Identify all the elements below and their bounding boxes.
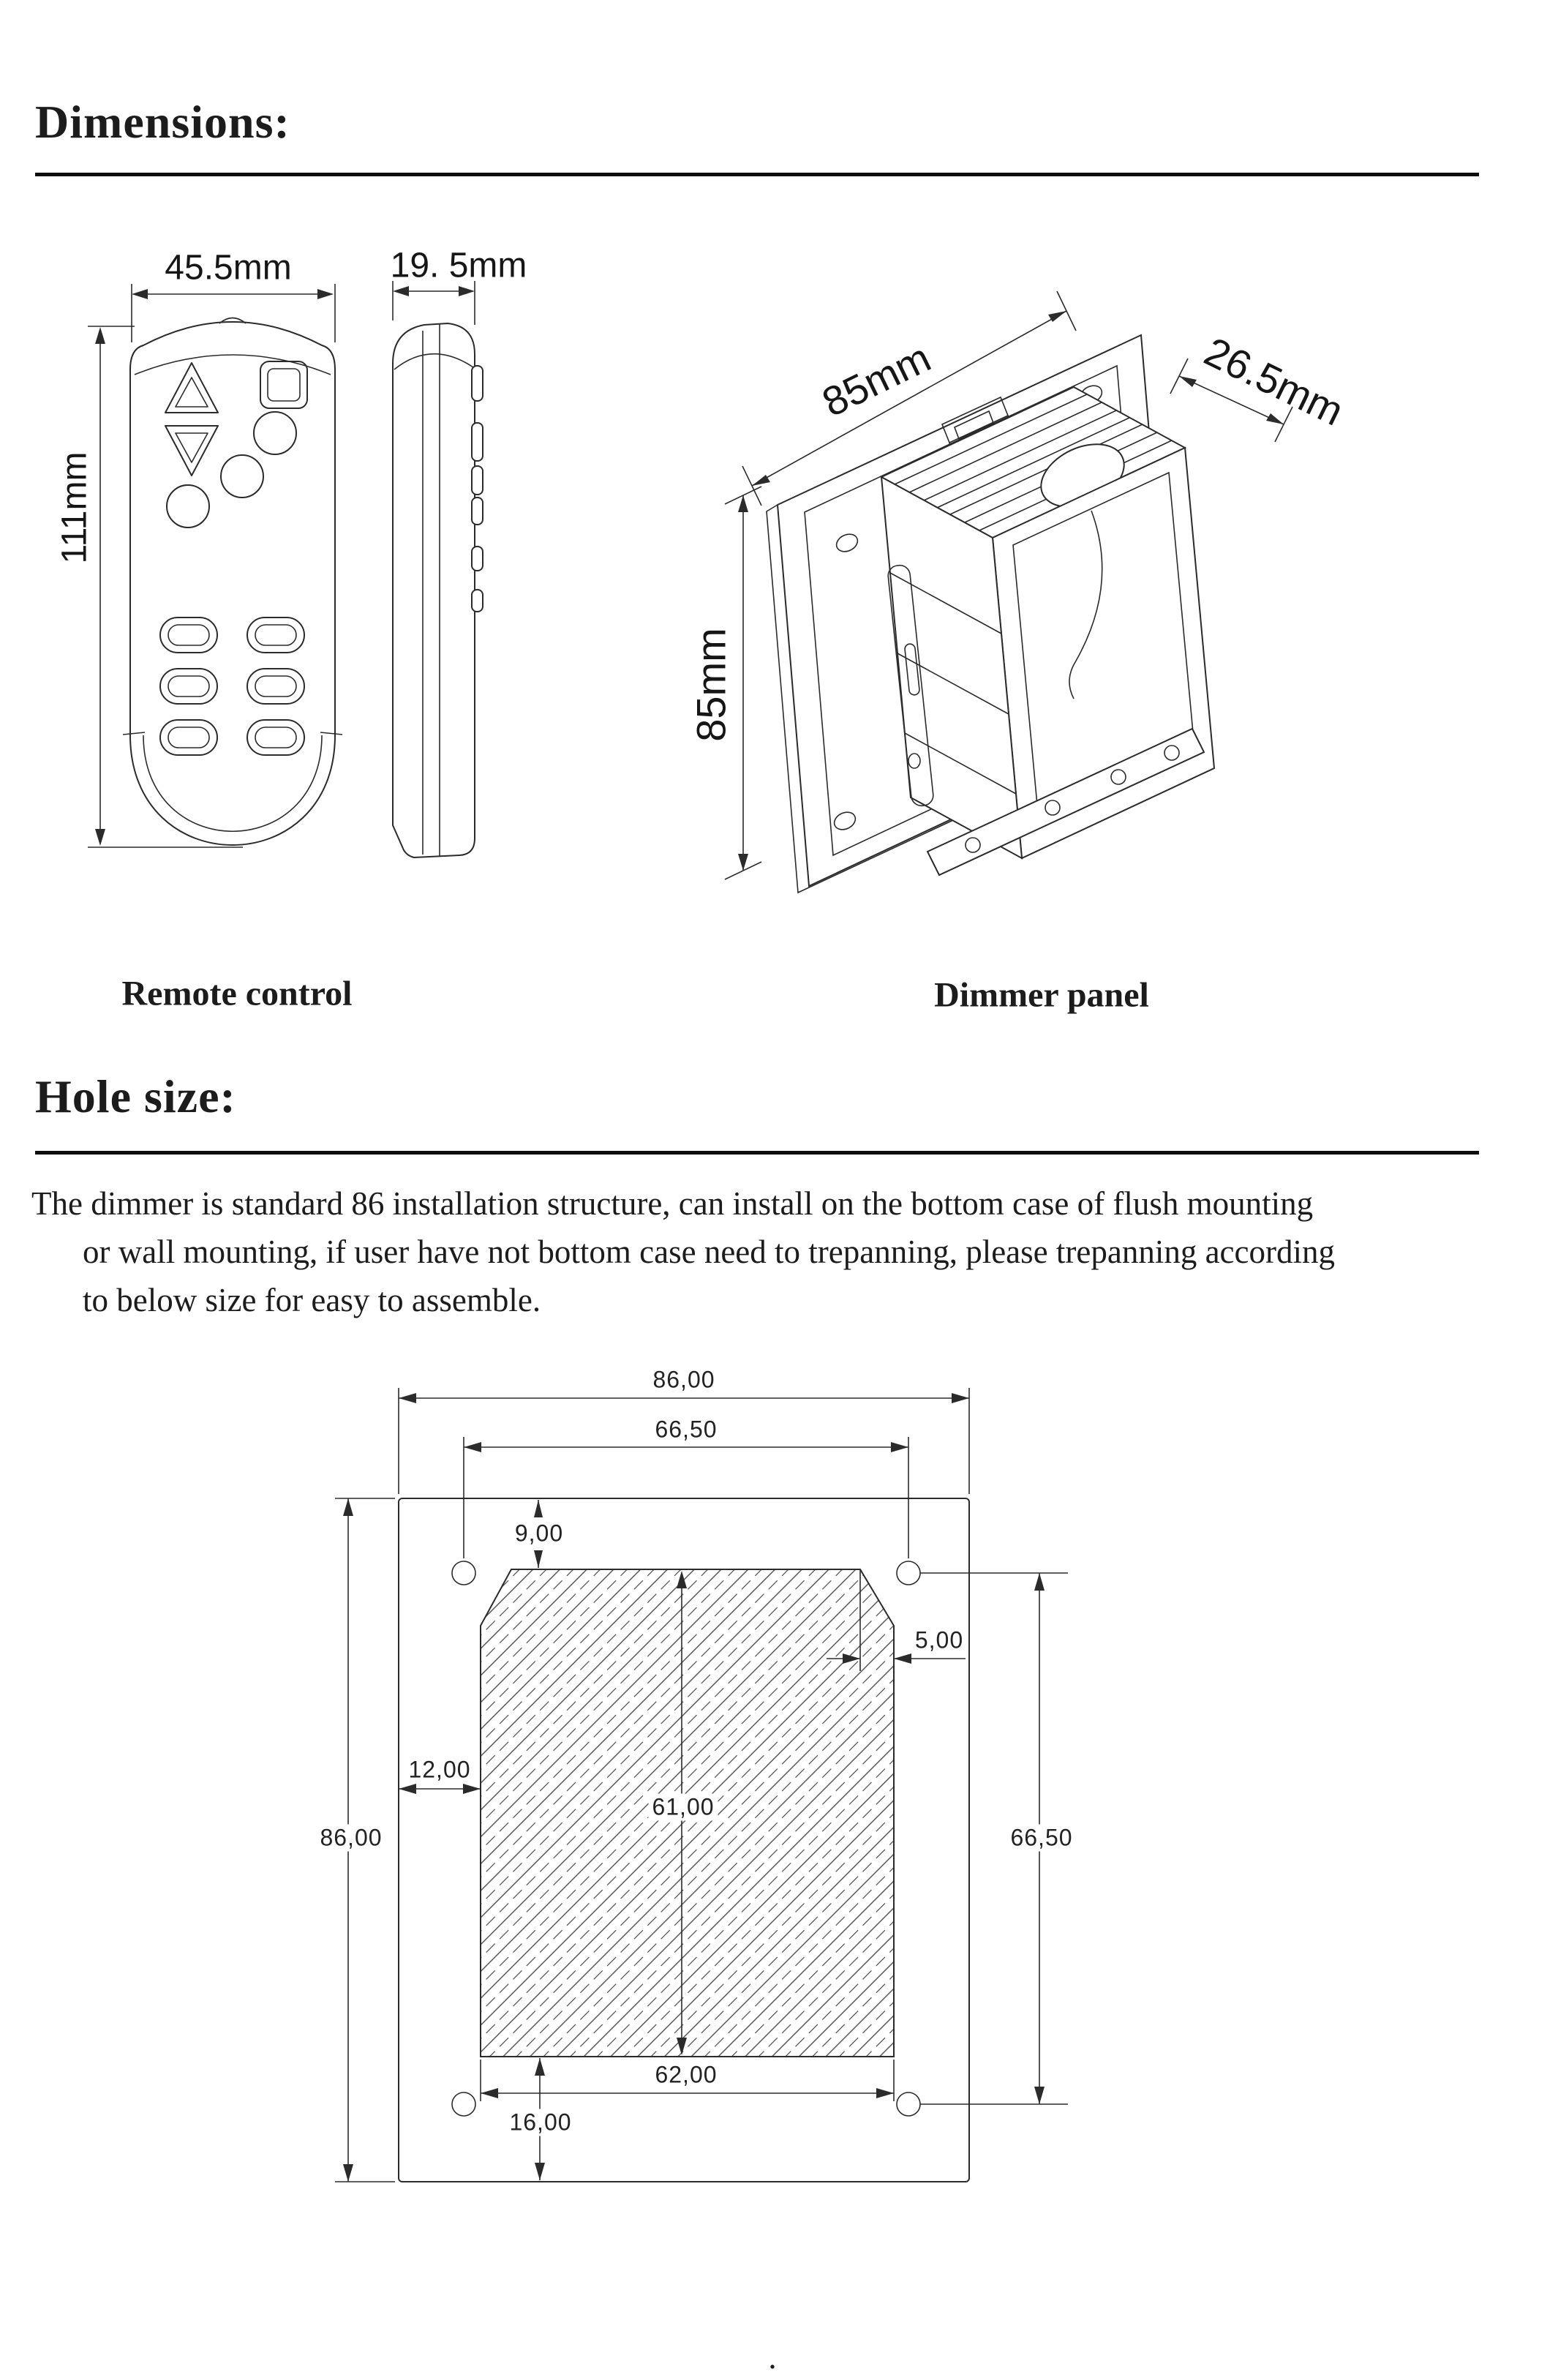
label-remote-width: 45.5mm [165, 248, 292, 288]
label-remote-depth: 19. 5mm [390, 246, 527, 285]
heading-dimensions: Dimensions: [35, 96, 290, 148]
section-rule-2 [35, 1151, 1479, 1155]
paragraph-line-3: to below size for easy to assemble. [83, 1282, 541, 1318]
hole-plate-outline [398, 1498, 970, 2182]
label-dimmer-height: 85mm [688, 628, 734, 742]
caption-dimmer: Dimmer panel [934, 975, 1149, 1015]
dimmer-rear-box [879, 386, 1216, 876]
remote-control-drawing [88, 281, 483, 859]
dimmer-panel-drawing [724, 290, 1293, 894]
remote-side-dimensions [392, 281, 475, 325]
label-hole-left-offset: 12,00 [408, 1756, 471, 1783]
label-hole-cutout-height: 61,00 [648, 1793, 718, 1821]
remote-buttons [159, 361, 308, 756]
section-rule-1 [35, 173, 1479, 176]
label-hole-spacing-height: 66,50 [1006, 1824, 1077, 1852]
trailing-period: . [768, 2339, 777, 2376]
label-hole-overall-width: 86,00 [652, 1366, 715, 1393]
label-remote-height: 111mm [55, 451, 94, 564]
label-hole-overall-height: 86,00 [316, 1824, 386, 1852]
label-hole-top-offset: 9,00 [514, 1520, 564, 1547]
paragraph-line-2: or wall mounting, if user have not botto… [83, 1234, 1335, 1270]
heading-hole-size: Hole size: [35, 1070, 236, 1122]
remote-front-dimensions [88, 284, 336, 848]
install-paragraph: The dimmer is standard 86 installation s… [31, 1179, 1524, 1324]
remote-side-body [392, 322, 483, 859]
remote-front-body [122, 317, 343, 846]
paragraph-line-1: The dimmer is standard 86 installation s… [31, 1185, 1314, 1222]
caption-remote: Remote control [121, 974, 353, 1013]
label-hole-cutout-width: 62,00 [655, 2061, 718, 2088]
label-hole-bottom-offset: 16,00 [505, 2109, 576, 2136]
dimmer-dimensions [724, 290, 1293, 880]
label-hole-chamfer: 5,00 [914, 1626, 964, 1653]
label-hole-spacing-width: 66,50 [655, 1416, 718, 1443]
